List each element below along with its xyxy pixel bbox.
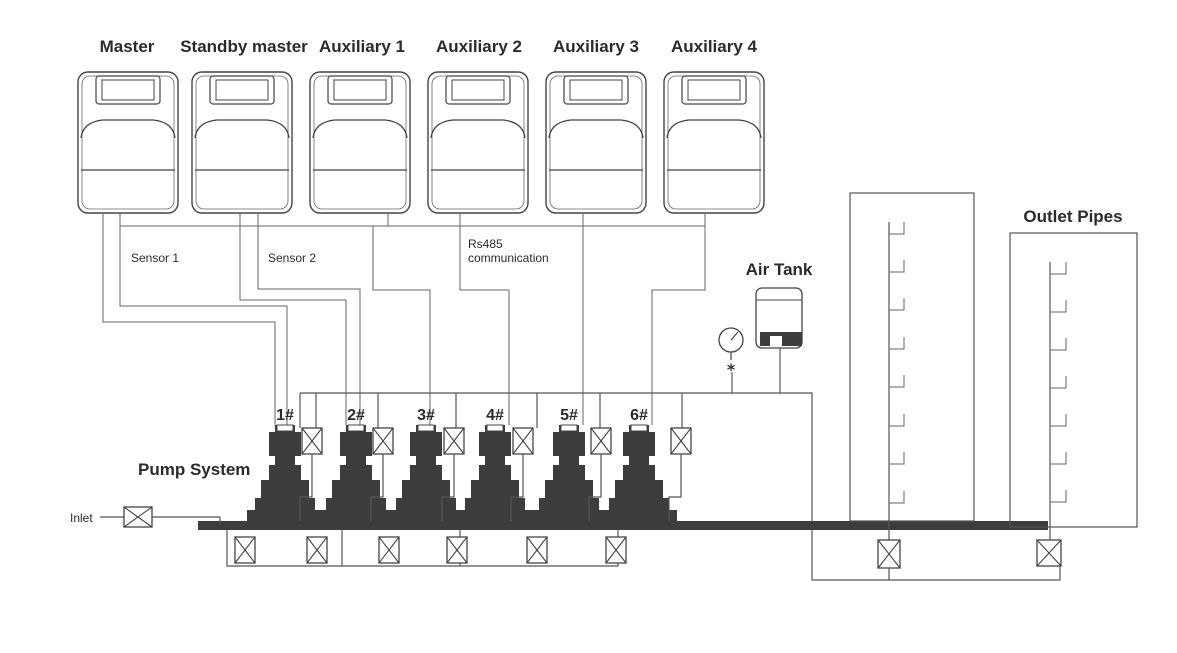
branch-right-2 (1050, 300, 1067, 313)
controller-label-auxiliary-3: Auxiliary 3 (553, 37, 639, 56)
bypass-piping (226, 530, 619, 567)
controller-screen-icon (95, 75, 161, 105)
main-pipe (198, 521, 1048, 530)
controller-label-standby-master: Standby master (180, 37, 308, 56)
upper-valve-3-icon (443, 427, 465, 455)
pump-5-icon (531, 424, 607, 521)
upper-valve-2-icon (372, 427, 394, 455)
controller-label-auxiliary-2: Auxiliary 2 (436, 37, 522, 56)
controller-label-auxiliary-1: Auxiliary 1 (319, 37, 405, 56)
pump-label-6: 6# (630, 407, 648, 424)
branch-left-4 (889, 337, 905, 350)
outlet-valve-left-icon (877, 539, 901, 569)
pump-6-icon (601, 424, 677, 521)
upper-valve-5-icon (590, 427, 612, 455)
pump-label-3: 3# (417, 407, 435, 424)
sensor-2-label: Sensor 2 (268, 251, 316, 265)
upper-valve-6-icon (670, 427, 692, 455)
air-tank-label: Air Tank (746, 260, 813, 279)
branch-right-3 (1050, 338, 1067, 351)
controller-unit-3 (309, 71, 411, 214)
controller-screen-icon (445, 75, 511, 105)
branch-left-7 (889, 452, 905, 465)
controller-screen-icon (563, 75, 629, 105)
lower-valve-5-icon (526, 536, 548, 564)
branch-left-6 (889, 414, 905, 427)
controller-screen-icon (209, 75, 275, 105)
pump-label-1: 1# (276, 407, 294, 424)
upper-valve-4-icon (512, 427, 534, 455)
pressure-header (299, 345, 1061, 581)
controller-label-master: Master (100, 37, 155, 56)
branch-left-2 (889, 260, 905, 273)
rs485-communication-label: communication (468, 251, 549, 265)
riser-left (849, 192, 975, 580)
pump-system-label: Pump System (138, 460, 250, 479)
controller-unit-4 (427, 71, 529, 214)
pump-label-2: 2# (347, 407, 365, 424)
signal-wiring (102, 213, 706, 425)
pump-label-5: 5# (560, 407, 578, 424)
lower-valve-row (234, 536, 627, 564)
branch-left-1 (889, 222, 905, 235)
rs485-label: Rs485 (468, 237, 503, 251)
lower-valve-3-icon (378, 536, 400, 564)
branch-right-1 (1050, 262, 1067, 275)
controller-unit-6 (663, 71, 765, 214)
upper-valve-1-icon (301, 427, 323, 455)
controller-unit-1 (77, 71, 179, 214)
outlet-valve-right-icon (1036, 539, 1062, 567)
branch-left-5 (889, 375, 905, 388)
branch-right-7 (1050, 490, 1067, 503)
branch-left-8 (889, 491, 905, 504)
branch-right-5 (1050, 414, 1067, 427)
controller-screen-icon (327, 75, 393, 105)
pump-label-4: 4# (486, 407, 504, 424)
svg-text:*: * (727, 360, 736, 379)
controller-row (77, 71, 765, 214)
sensor-1-label: Sensor 1 (131, 251, 179, 265)
branch-right-6 (1050, 452, 1067, 465)
air-tank-icon (755, 287, 803, 349)
pressure-gauge-icon: * (718, 327, 744, 379)
controller-unit-5 (545, 71, 647, 214)
lower-valve-4-icon (446, 536, 468, 564)
inlet-label: Inlet (70, 511, 93, 525)
controller-unit-2 (191, 71, 293, 214)
controller-label-auxiliary-4: Auxiliary 4 (671, 37, 758, 56)
upper-valve-row (299, 427, 692, 521)
lower-valve-2-icon (306, 536, 328, 564)
lower-valve-6-icon (605, 536, 627, 564)
branch-left-3 (889, 298, 905, 311)
branch-right-4 (1050, 376, 1067, 389)
outlet-branches (889, 222, 1067, 504)
outlet-pipes-label: Outlet Pipes (1023, 207, 1122, 226)
inlet-valve-icon (123, 506, 153, 528)
controller-screen-icon (681, 75, 747, 105)
riser-right (1009, 232, 1138, 540)
lower-valve-1-icon (234, 536, 256, 564)
